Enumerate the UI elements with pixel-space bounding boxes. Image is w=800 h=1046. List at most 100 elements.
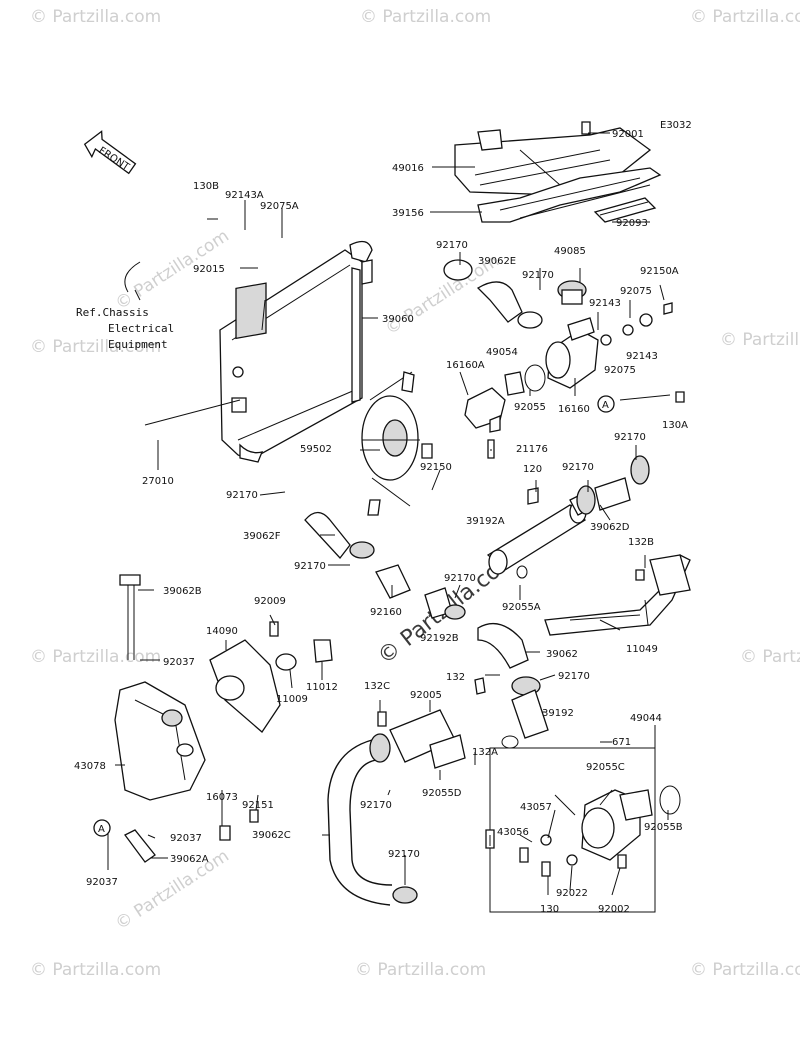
watermark: © Partzilla.com <box>30 960 161 980</box>
part-label: 14090 <box>206 626 238 637</box>
callout-a-lower: A <box>93 819 111 837</box>
part-label: 92143A <box>225 190 264 201</box>
part-label: 92170 <box>562 462 594 473</box>
part-label: 92151 <box>242 800 274 811</box>
watermark: © Partzilla.com <box>690 7 800 27</box>
part-label: 16160A <box>446 360 485 371</box>
part-label: 92055C <box>586 762 625 773</box>
part-label: 92192B <box>420 633 459 644</box>
part-label: 16160 <box>558 404 590 415</box>
part-label: 39192A <box>466 516 505 527</box>
part-label: 92150A <box>640 266 679 277</box>
part-label: 92015 <box>193 264 225 275</box>
water-pump <box>485 747 681 913</box>
part-label: 92170 <box>436 240 468 251</box>
watermark: © Partzilla.com <box>720 330 800 350</box>
part-label: 92170 <box>444 573 476 584</box>
part-label: 92143 <box>589 298 621 309</box>
part-label: 11009 <box>276 694 308 705</box>
part-label: 92170 <box>522 270 554 281</box>
part-label: 39156 <box>392 208 424 219</box>
part-label: 39062E <box>478 256 516 267</box>
watermark: © Partzilla.com <box>30 647 161 667</box>
front-arrow-icon: FRONT <box>83 130 137 175</box>
part-label: 39062B <box>163 586 202 597</box>
part-label: 43057 <box>520 802 552 813</box>
watermark: © Partzilla.com <box>690 960 800 980</box>
part-label: 92037 <box>86 877 118 888</box>
part-label: 49085 <box>554 246 586 257</box>
part-label: 92170 <box>360 800 392 811</box>
part-label: 92055B <box>644 822 683 833</box>
part-label: 92022 <box>556 888 588 899</box>
part-label: 39062 <box>546 649 578 660</box>
part-label: 21176 <box>516 444 548 455</box>
part-label: 92009 <box>254 596 286 607</box>
callout-letter: A <box>98 824 105 835</box>
part-label: 132A <box>472 747 498 758</box>
leader-lines <box>107 132 671 896</box>
part-label: 130A <box>662 420 688 431</box>
part-label: 39062D <box>590 522 630 533</box>
part-label: 130B <box>193 181 219 192</box>
part-label: 49044 <box>630 713 662 724</box>
part-label: 92075 <box>620 286 652 297</box>
part-label: 92075 <box>604 365 636 376</box>
part-label: 92075A <box>260 201 299 212</box>
part-label: 39192 <box>542 708 574 719</box>
part-label: 92055A <box>502 602 541 613</box>
lower-hose <box>327 677 549 906</box>
ref-note-line: Electrical <box>108 322 174 335</box>
part-label: 92150 <box>420 462 452 473</box>
callout-letter: A <box>602 400 609 411</box>
part-label: 132 <box>446 672 465 683</box>
part-label: 92001 <box>612 129 644 140</box>
part-label: 92055 <box>514 402 546 413</box>
cooling-fan <box>361 371 433 516</box>
part-label: 132B <box>628 537 654 548</box>
part-label: 43056 <box>497 827 529 838</box>
part-label: 92170 <box>226 490 258 501</box>
part-labels: 92001 49016 39156 92093 130B 92143A 9207… <box>74 129 688 915</box>
part-label: 11049 <box>626 644 658 655</box>
part-label: 92170 <box>294 561 326 572</box>
watermark: © Partzilla.com <box>30 337 161 357</box>
part-label: 16073 <box>206 792 238 803</box>
watermark: © Partzilla.com <box>355 960 486 980</box>
part-label: 92093 <box>616 218 648 229</box>
watermark-layer: © Partzilla.com © Partzilla.com © Partzi… <box>30 7 800 980</box>
reserve-tank <box>114 574 333 863</box>
callout-a-upper: A <box>597 395 615 413</box>
radiator-cover <box>454 121 662 223</box>
part-label: 92170 <box>558 671 590 682</box>
watermark: © Partzilla.com <box>360 7 491 27</box>
diagram-code: E3032 <box>660 120 692 131</box>
part-label: 92160 <box>370 607 402 618</box>
radiator <box>219 240 373 463</box>
part-label: 92055D <box>422 788 462 799</box>
ref-note-line: Ref.Chassis <box>76 306 149 319</box>
thermostat-housing <box>443 259 685 459</box>
part-label: 49016 <box>392 163 424 174</box>
part-label: 39062C <box>252 830 291 841</box>
part-label: 132C <box>364 681 390 692</box>
watermark: © Partzilla.com <box>740 647 800 667</box>
ref-note-line: Equipment <box>108 338 168 351</box>
part-label: 92170 <box>388 849 420 860</box>
part-label: 92170 <box>614 432 646 443</box>
part-label: 59502 <box>300 444 332 455</box>
part-label: 120 <box>523 464 542 475</box>
part-label: 130 <box>540 904 559 915</box>
part-label: 92037 <box>163 657 195 668</box>
ref-note: Ref.Chassis Electrical Equipment <box>76 306 174 351</box>
part-label: 11012 <box>306 682 338 693</box>
part-label: 43078 <box>74 761 106 772</box>
part-label: 92037 <box>170 833 202 844</box>
part-label: 39062A <box>170 854 209 865</box>
radiator-bracket <box>544 554 691 636</box>
part-label: 49054 <box>486 347 518 358</box>
part-label: 39062F <box>243 531 281 542</box>
part-label: 92005 <box>410 690 442 701</box>
part-label: 27010 <box>142 476 174 487</box>
